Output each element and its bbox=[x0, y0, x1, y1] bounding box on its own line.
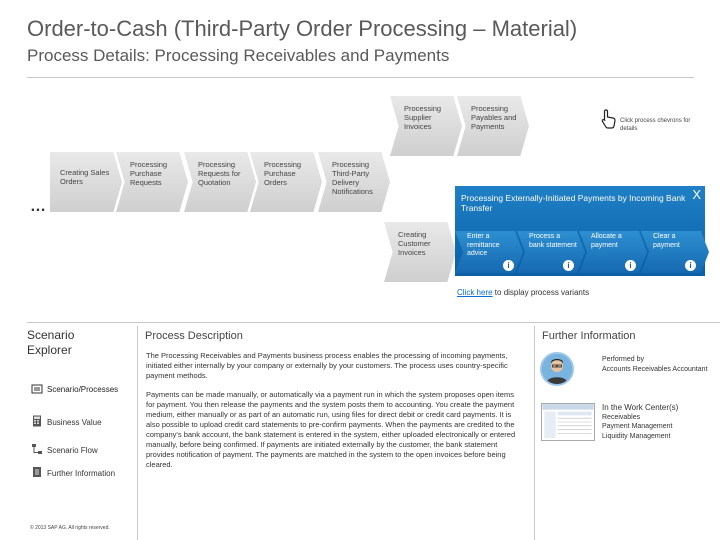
nav-scenario-flow[interactable]: Scenario Flow bbox=[47, 446, 98, 455]
chevron-label: Processing Payables and Payments bbox=[471, 104, 517, 131]
performed-by-block: Performed by Accounts Receivables Accoun… bbox=[602, 355, 712, 374]
work-center-item: Receivables bbox=[602, 413, 641, 421]
process-description-paragraph-1: The Processing Receivables and Payments … bbox=[146, 351, 508, 380]
nav-business-value[interactable]: Business Value bbox=[47, 418, 102, 427]
info-icon[interactable]: i bbox=[685, 260, 696, 271]
step-clear-payment[interactable]: Clear a payment bbox=[641, 231, 709, 273]
chevron-label: Processing Requests for Quotation bbox=[198, 160, 241, 187]
page-subtitle: Process Details: Processing Receivables … bbox=[27, 46, 450, 65]
work-center-label: In the Work Center(s) bbox=[602, 403, 679, 412]
work-center-item: Payment Management bbox=[602, 423, 673, 430]
info-icon[interactable]: i bbox=[503, 260, 514, 271]
chevron-processing-purchase-orders[interactable]: Processing Purchase Orders bbox=[250, 152, 322, 212]
chevron-label: Processing Purchase Requests bbox=[130, 160, 168, 187]
close-icon[interactable]: X bbox=[692, 187, 701, 202]
header-divider bbox=[27, 77, 694, 78]
process-variants-text: Click here to display process variants bbox=[457, 288, 589, 297]
chevron-processing-requests-for-quotation[interactable]: Processing Requests for Quotation bbox=[184, 152, 256, 212]
process-variants-link[interactable]: Click here bbox=[457, 288, 493, 297]
work-center-thumbnail bbox=[541, 403, 595, 441]
process-detail-banner: Processing Externally-Initiated Payments… bbox=[455, 186, 709, 276]
copyright-text: © 2013 SAP AG. All rights reserved. bbox=[30, 525, 110, 531]
flow-icon bbox=[32, 444, 42, 454]
work-center-block: In the Work Center(s) Receivables Paymen… bbox=[602, 403, 712, 441]
process-description-heading: Process Description bbox=[145, 330, 243, 342]
banner-title: Processing Externally-Initiated Payments… bbox=[461, 193, 686, 213]
processes-icon bbox=[31, 384, 43, 394]
hand-pointer-icon bbox=[601, 109, 616, 129]
step-allocate-payment[interactable]: Allocate a payment bbox=[579, 231, 647, 273]
process-variants-rest: to display process variants bbox=[492, 288, 590, 297]
performed-by-label: Performed by bbox=[602, 356, 645, 363]
info-icon[interactable]: i bbox=[563, 260, 574, 271]
chevron-label: Processing Third-Party Delivery Notifica… bbox=[332, 160, 373, 196]
work-center-screen-icon bbox=[542, 404, 594, 439]
chevron-label: Processing Supplier Invoices bbox=[404, 104, 442, 131]
chevron-creating-customer-invoices[interactable]: Creating Customer Invoices bbox=[384, 222, 456, 282]
scenario-explorer-title: Scenario Explorer bbox=[27, 328, 75, 357]
further-information-heading: Further Information bbox=[542, 330, 636, 342]
chevron-processing-third-party-delivery-notifications[interactable]: Processing Third-Party Delivery Notifica… bbox=[318, 152, 390, 212]
further-info-divider bbox=[534, 326, 535, 540]
nav-further-information[interactable]: Further Information bbox=[47, 469, 116, 478]
step-label: Process a bank statement bbox=[529, 233, 577, 249]
work-center-item: Liquidity Management bbox=[602, 432, 671, 440]
info-document-icon bbox=[33, 467, 41, 477]
chevron-processing-payables-and-payments[interactable]: Processing Payables and Payments bbox=[457, 96, 529, 156]
chevron-processing-supplier-invoices[interactable]: Processing Supplier Invoices bbox=[390, 96, 462, 156]
step-process-bank-statement[interactable]: Process a bank statement bbox=[517, 231, 585, 273]
person-icon bbox=[542, 354, 572, 384]
chevron-label: Creating Customer Invoices bbox=[398, 230, 431, 257]
step-label: Enter a remittance advice bbox=[467, 233, 500, 257]
info-icon[interactable]: i bbox=[625, 260, 636, 271]
section-divider bbox=[27, 322, 720, 323]
chevron-creating-sales-orders[interactable]: Creating Sales Orders bbox=[50, 152, 122, 212]
process-description-paragraph-2: Payments can be made manually, or automa… bbox=[146, 390, 516, 469]
more-steps-ellipsis: … bbox=[30, 198, 47, 215]
performed-by-role: Accounts Receivables Accountant bbox=[602, 365, 708, 373]
step-label: Clear a payment bbox=[653, 233, 680, 249]
chevron-processing-purchase-requests[interactable]: Processing Purchase Requests bbox=[116, 152, 188, 212]
chevron-label: Creating Sales Orders bbox=[60, 168, 110, 186]
click-hint-text: Click process chevrons for details bbox=[620, 118, 691, 132]
chevron-label: Processing Purchase Orders bbox=[264, 160, 302, 187]
calculator-icon bbox=[33, 415, 41, 427]
explorer-divider bbox=[137, 326, 138, 540]
step-label: Allocate a payment bbox=[591, 233, 622, 249]
page-title: Order-to-Cash (Third-Party Order Process… bbox=[27, 16, 578, 41]
performer-avatar bbox=[540, 352, 574, 386]
nav-scenario-processes[interactable]: Scenario/Processes bbox=[47, 385, 119, 394]
step-enter-remittance-advice[interactable]: Enter a remittance advice bbox=[455, 231, 523, 273]
